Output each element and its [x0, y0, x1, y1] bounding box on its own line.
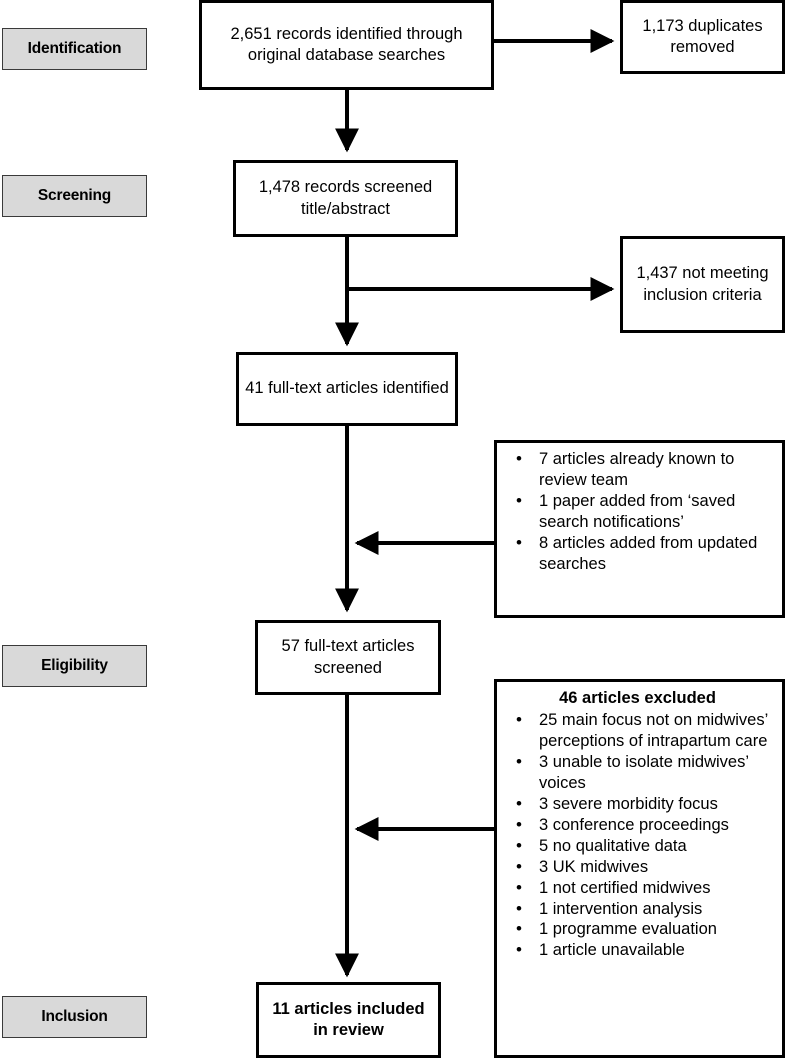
node-articles-included-text: 11 articles included in review [272, 999, 425, 1039]
node-not-meeting-criteria-text: 1,437 not meeting inclusion criteria [636, 264, 769, 304]
node-duplicates-removed: 1,173 duplicates removed [620, 0, 785, 74]
node-fulltext-identified: 41 full-text articles identified [236, 352, 458, 426]
list-item: 3 unable to isolate midwives’ voices [516, 751, 774, 794]
stage-label-screening: Screening [2, 175, 147, 217]
node-articles-included: 11 articles included in review [256, 982, 441, 1058]
list-item: 5 no qualitative data [516, 835, 774, 857]
list-item: 3 UK midwives [516, 856, 774, 878]
node-fulltext-screened: 57 full-text articles screened [255, 620, 441, 695]
articles-added-list: 7 articles already known to review team … [501, 448, 774, 575]
node-records-identified-text: 2,651 records identified through origina… [230, 24, 463, 64]
list-item: 8 articles added from updated searches [516, 532, 774, 575]
list-item: 25 main focus not on midwives’ perceptio… [516, 709, 774, 752]
articles-excluded-title: 46 articles excluded [559, 689, 716, 707]
node-articles-added-box: 7 articles already known to review team … [494, 440, 785, 618]
node-records-screened: 1,478 records screened title/abstract [233, 160, 458, 237]
list-item: 3 severe morbidity focus [516, 793, 774, 815]
node-records-screened-text: 1,478 records screened title/abstract [258, 178, 433, 218]
stage-label-identification: Identification [2, 28, 147, 70]
stage-label-identification-text: Identification [27, 40, 122, 57]
list-item: 3 conference proceedings [516, 814, 774, 836]
stage-label-eligibility: Eligibility [2, 645, 147, 687]
list-item: 7 articles already known to review team [516, 448, 774, 491]
list-item: 1 article unavailable [516, 939, 774, 961]
list-item: 1 intervention analysis [516, 898, 774, 920]
node-fulltext-identified-text: 41 full-text articles identified [245, 379, 449, 398]
stage-label-inclusion-text: Inclusion [41, 1008, 108, 1025]
stage-label-screening-text: Screening [37, 187, 112, 204]
list-item: 1 programme evaluation [516, 918, 774, 940]
node-not-meeting-criteria: 1,437 not meeting inclusion criteria [620, 236, 785, 333]
node-duplicates-removed-text: 1,173 duplicates removed [642, 16, 763, 56]
node-articles-excluded-box: 46 articles excluded 25 main focus not o… [494, 679, 785, 1058]
stage-label-eligibility-text: Eligibility [41, 657, 108, 674]
node-records-identified: 2,651 records identified through origina… [199, 0, 494, 90]
stage-label-inclusion: Inclusion [2, 996, 147, 1038]
list-item: 1 paper added from ‘saved search notific… [516, 490, 774, 533]
articles-excluded-list: 25 main focus not on midwives’ perceptio… [501, 709, 774, 961]
list-item: 1 not certified midwives [516, 877, 774, 899]
node-fulltext-screened-text: 57 full-text articles screened [281, 637, 415, 677]
